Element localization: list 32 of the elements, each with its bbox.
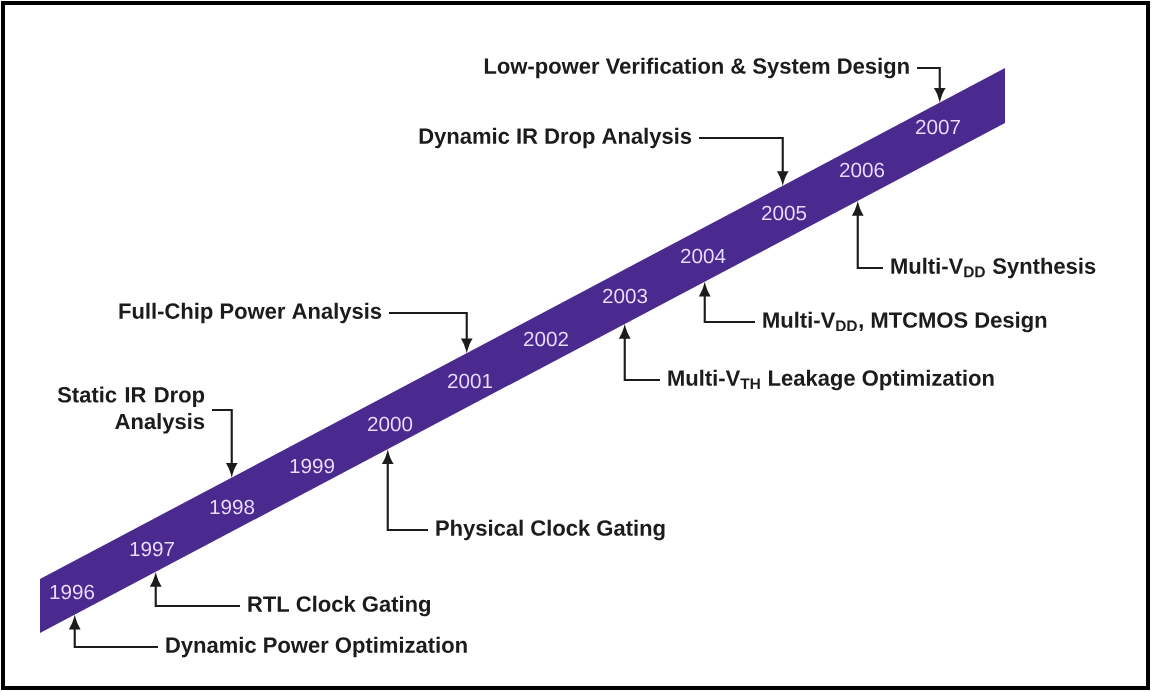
year-label: 2003 bbox=[603, 288, 648, 304]
year-label: 1999 bbox=[290, 458, 334, 474]
arrow bbox=[150, 574, 240, 608]
arrow bbox=[212, 408, 237, 475]
year-label: 2000 bbox=[368, 416, 413, 432]
year-label: 2004 bbox=[681, 248, 726, 264]
event-label: Full-Chip Power Analysis bbox=[119, 302, 382, 324]
event-label: Multi-V$_{DD}$ Synthesis bbox=[891, 257, 1096, 279]
year-label: 2006 bbox=[840, 162, 885, 178]
event-label: Dynamic IR Drop Analysis bbox=[419, 127, 692, 149]
year-label: 2001 bbox=[448, 373, 492, 389]
arrow bbox=[917, 66, 945, 100]
event-label: Low-power Verification & System Design bbox=[484, 57, 909, 79]
year-label: 1997 bbox=[130, 541, 174, 557]
event-label: Physical Clock Gating bbox=[436, 519, 665, 541]
arrow bbox=[389, 311, 472, 351]
arrow bbox=[382, 452, 428, 532]
event-label: Multi-V$_{TH}$ Leakage Optimization bbox=[668, 369, 994, 391]
arrow bbox=[699, 284, 755, 324]
arrow bbox=[852, 203, 883, 270]
arrow bbox=[699, 136, 788, 183]
year-label: 2002 bbox=[524, 331, 568, 347]
year-label: 2007 bbox=[916, 119, 960, 135]
event-label: Dynamic Power Optimization bbox=[166, 636, 467, 658]
arrow bbox=[69, 617, 158, 649]
arrow bbox=[619, 327, 660, 382]
year-label: 1998 bbox=[210, 499, 255, 515]
event-label: Multi-V$_{DD}$, MTCMOS Design bbox=[763, 311, 1047, 333]
year-label: 1996 bbox=[50, 584, 95, 600]
event-label: Static IR Drop Analysis bbox=[57, 386, 205, 434]
event-label: RTL Clock Gating bbox=[248, 595, 430, 617]
year-label: 2005 bbox=[762, 205, 807, 221]
